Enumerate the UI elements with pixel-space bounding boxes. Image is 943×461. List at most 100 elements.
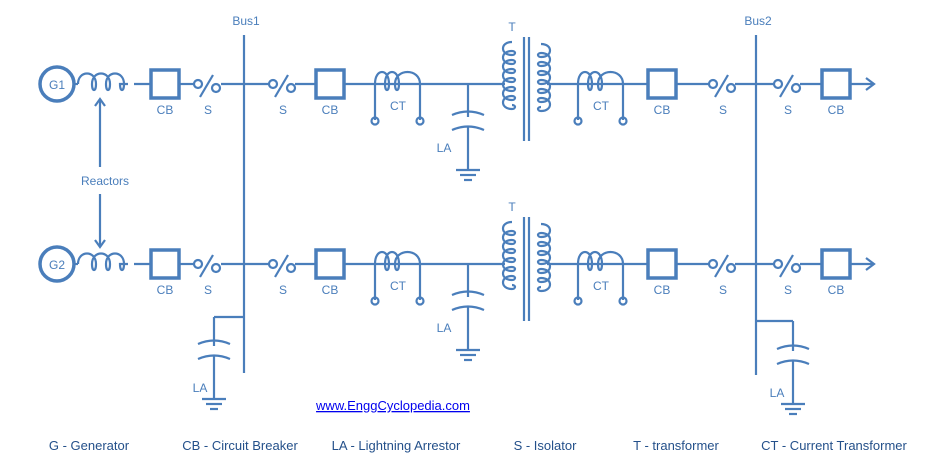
ground-icon bbox=[202, 397, 226, 411]
circuit-breaker-box bbox=[314, 68, 346, 100]
circuit-breaker-box bbox=[820, 248, 852, 280]
circuit-breaker-label: CB bbox=[157, 283, 174, 297]
ground-icon bbox=[456, 348, 480, 362]
arrester-plate bbox=[197, 354, 231, 361]
legend-item: LA - Lightning Arrestor bbox=[332, 438, 461, 453]
ct-terminal bbox=[415, 296, 425, 306]
ct-coil bbox=[576, 70, 625, 120]
isolator-switch: S bbox=[707, 254, 737, 297]
ct-label: CT bbox=[593, 99, 610, 113]
isolator-label: S bbox=[279, 103, 287, 117]
isolator-contact bbox=[707, 258, 719, 270]
legend-item: G - Generator bbox=[49, 438, 130, 453]
ct-terminal bbox=[415, 116, 425, 126]
arrester-plate bbox=[451, 110, 485, 117]
ground-icon bbox=[456, 168, 480, 182]
reactors-label: Reactors bbox=[81, 174, 129, 188]
circuit-breaker-label: CB bbox=[322, 103, 339, 117]
isolator-label: S bbox=[784, 103, 792, 117]
legend-item: CT - Current Transformer bbox=[761, 438, 907, 453]
circuit-breaker-box bbox=[149, 68, 181, 100]
circuit-breaker-label: CB bbox=[828, 103, 845, 117]
ct-terminal bbox=[573, 116, 583, 126]
isolator-contact bbox=[772, 78, 784, 90]
circuit-breaker-box bbox=[820, 68, 852, 100]
isolator-contact bbox=[707, 78, 719, 90]
isolator-contact bbox=[725, 262, 737, 274]
ct-label: CT bbox=[390, 99, 407, 113]
arrester-plate bbox=[451, 125, 485, 132]
isolator-contact bbox=[285, 262, 297, 274]
current-transformer: CT bbox=[370, 70, 425, 126]
isolator-contact bbox=[772, 258, 784, 270]
circuit-breaker: CB bbox=[149, 248, 181, 297]
isolator-contact bbox=[285, 82, 297, 94]
isolator-contact bbox=[192, 78, 204, 90]
isolator-switch: S bbox=[267, 74, 297, 117]
circuit-breaker-label: CB bbox=[157, 103, 174, 117]
current-transformer: CT bbox=[370, 250, 425, 306]
transformer-label: T bbox=[508, 200, 516, 214]
isolator-label: S bbox=[204, 103, 212, 117]
circuit-breaker: CB bbox=[149, 68, 181, 117]
arrester-plate bbox=[451, 290, 485, 297]
wire bbox=[199, 74, 214, 98]
bus2-arrester: LA bbox=[756, 319, 810, 416]
reactor-coil bbox=[76, 72, 128, 92]
isolator-label: S bbox=[204, 283, 212, 297]
reactors-annotation: Reactors bbox=[81, 97, 129, 249]
ct-terminal bbox=[370, 116, 380, 126]
bus-1: Bus1 bbox=[232, 14, 260, 373]
isolator-switch: S bbox=[192, 254, 222, 297]
wire bbox=[274, 254, 289, 278]
isolator-contact bbox=[210, 82, 222, 94]
isolator-switch: S bbox=[192, 74, 222, 117]
ct-label: CT bbox=[390, 279, 407, 293]
ct-terminal bbox=[573, 296, 583, 306]
reactor-coil bbox=[76, 252, 128, 272]
arrow-right-icon bbox=[865, 77, 876, 91]
isolator-label: S bbox=[719, 283, 727, 297]
lightning-arrester: LA bbox=[437, 84, 485, 182]
la-label: LA bbox=[193, 381, 208, 395]
circuit-breaker: CB bbox=[314, 68, 346, 117]
lightning-arrester: LA bbox=[437, 264, 485, 362]
wire bbox=[779, 254, 794, 278]
website-link[interactable]: www.EnggCyclopedia.com bbox=[315, 398, 470, 413]
legend-item: T - transformer bbox=[633, 438, 719, 453]
ct-terminal bbox=[618, 116, 628, 126]
circuit-breaker: CB bbox=[646, 248, 678, 297]
legend-item: S - Isolator bbox=[514, 438, 578, 453]
isolator-label: S bbox=[784, 283, 792, 297]
ct-terminal bbox=[618, 296, 628, 306]
circuit-breaker: CB bbox=[646, 68, 678, 117]
bus-label: Bus2 bbox=[744, 14, 772, 28]
transformer: T bbox=[501, 20, 552, 141]
isolator-label: S bbox=[719, 103, 727, 117]
legend-item: CB - Circuit Breaker bbox=[182, 438, 298, 453]
isolator-switch: S bbox=[772, 254, 802, 297]
isolator-contact bbox=[210, 262, 222, 274]
arrow-down-icon bbox=[94, 239, 106, 249]
bus-label: Bus1 bbox=[232, 14, 260, 28]
circuit-breaker-box bbox=[646, 68, 678, 100]
circuit-breaker-label: CB bbox=[828, 283, 845, 297]
arrow-right-icon bbox=[865, 257, 876, 271]
bus-2: Bus2 bbox=[744, 14, 772, 375]
wire bbox=[199, 254, 214, 278]
circuit-breaker-label: CB bbox=[322, 283, 339, 297]
current-transformer: CT bbox=[573, 70, 628, 126]
legend: G - Generator CB - Circuit Breaker LA - Li… bbox=[49, 438, 908, 453]
arrester-plate bbox=[776, 359, 810, 366]
la-label: LA bbox=[437, 141, 452, 155]
ct-coil bbox=[373, 250, 422, 300]
isolator-contact bbox=[192, 258, 204, 270]
circuit-breaker-label: CB bbox=[654, 103, 671, 117]
generator-label: G2 bbox=[49, 258, 65, 272]
la-label: LA bbox=[437, 321, 452, 335]
generator-label: G1 bbox=[49, 78, 65, 92]
circuit-breaker: CB bbox=[314, 248, 346, 297]
